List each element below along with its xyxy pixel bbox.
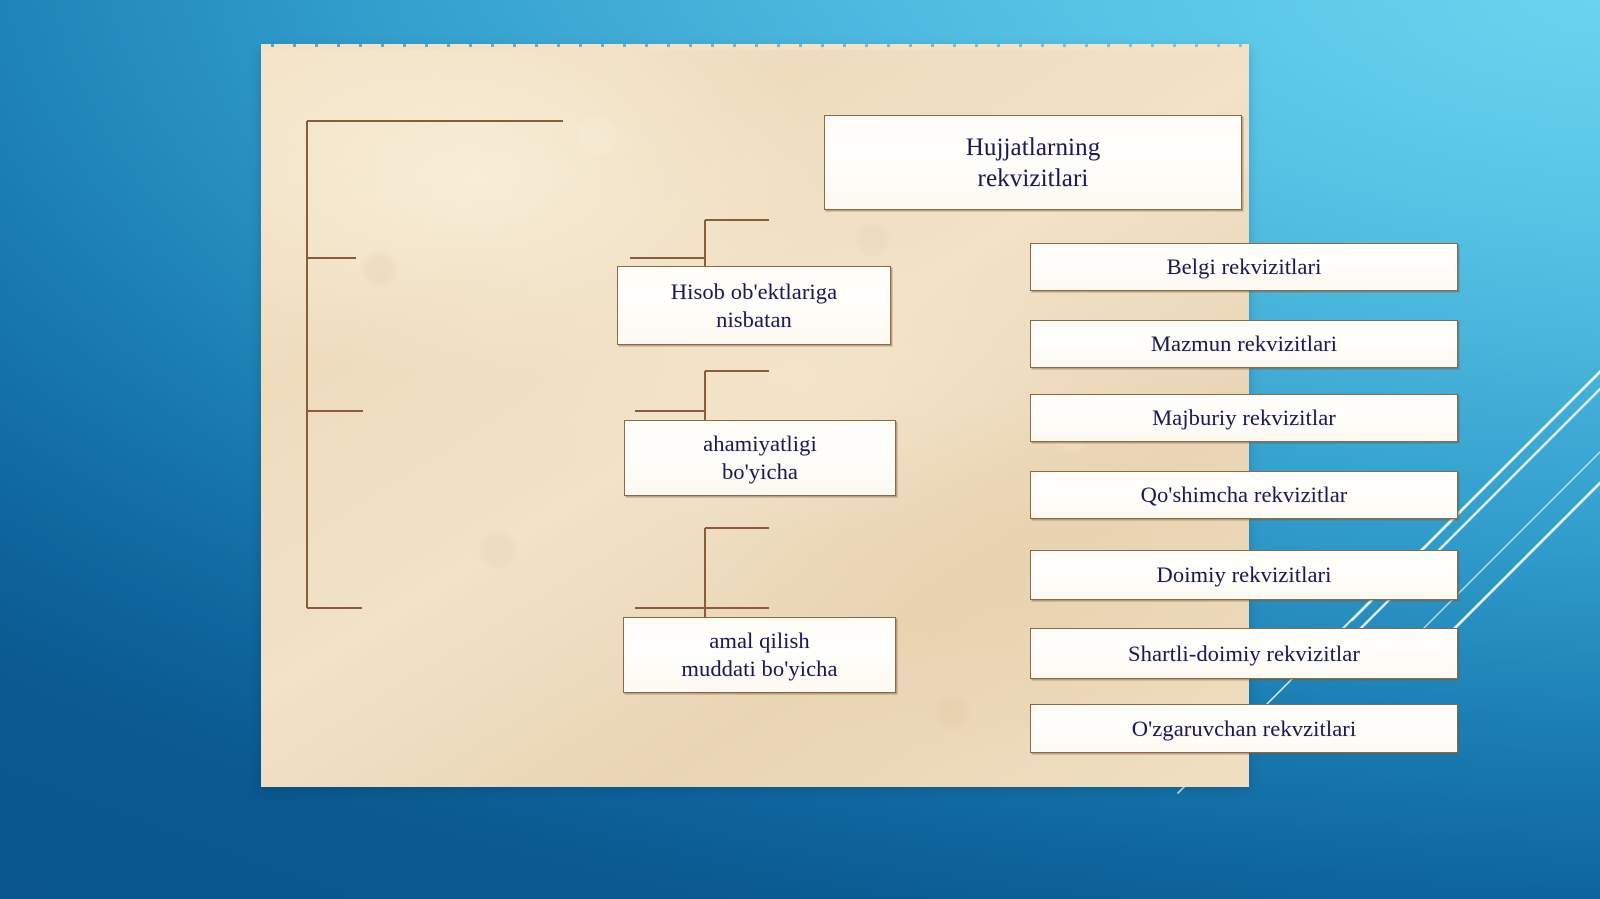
- node-category-hisob-obektlariga-nisbatan[interactable]: Hisob ob'ektlariga nisbatan: [617, 266, 891, 345]
- node-leaf-belgi-rekvizitlari[interactable]: Belgi rekvizitlari: [1030, 243, 1458, 291]
- node-leaf-label: Majburiy rekvizitlar: [1152, 405, 1336, 431]
- node-leaf-shartli-doimiy-rekvizitlar[interactable]: Shartli-doimiy rekvizitlar: [1030, 628, 1458, 679]
- hierarchy-diagram: Hujjatlarning rekvizitlari Hisob ob'ektl…: [261, 47, 1458, 787]
- node-category-ahamiyatligi-boyicha[interactable]: ahamiyatligi bo'yicha: [624, 420, 896, 496]
- node-root[interactable]: Hujjatlarning rekvizitlari: [824, 115, 1242, 210]
- node-leaf-doimiy-rekvizitlari[interactable]: Doimiy rekvizitlari: [1030, 550, 1458, 600]
- node-leaf-label: Qo'shimcha rekvizitlar: [1140, 482, 1348, 508]
- node-leaf-qoshimcha-rekvizitlar[interactable]: Qo'shimcha rekvizitlar: [1030, 471, 1458, 519]
- node-leaf-label: O'zgaruvchan rekvzitlari: [1131, 715, 1357, 741]
- node-leaf-label: Doimiy rekvizitlari: [1156, 562, 1332, 588]
- node-leaf-label: Belgi rekvizitlari: [1166, 254, 1322, 280]
- node-category-label: ahamiyatligi bo'yicha: [703, 431, 817, 484]
- parchment-panel: Hujjatlarning rekvizitlari Hisob ob'ektl…: [261, 44, 1458, 787]
- node-category-label: Hisob ob'ektlariga nisbatan: [670, 278, 838, 332]
- node-leaf-label: Mazmun rekvizitlari: [1150, 331, 1338, 357]
- node-leaf-majburiy-rekvizitlar[interactable]: Majburiy rekvizitlar: [1030, 394, 1458, 442]
- node-leaf-label: Shartli-doimiy rekvizitlar: [1128, 640, 1360, 666]
- node-category-label: amal qilish muddati bo'yicha: [681, 628, 838, 681]
- node-leaf-mazmun-rekvizitlari[interactable]: Mazmun rekvizitlari: [1030, 320, 1458, 368]
- node-root-label: Hujjatlarning rekvizitlari: [965, 133, 1101, 192]
- node-leaf-ozgaruvchan-rekvzitlari[interactable]: O'zgaruvchan rekvzitlari: [1030, 704, 1458, 753]
- node-category-amal-qilish-muddati-boyicha[interactable]: amal qilish muddati bo'yicha: [623, 617, 896, 693]
